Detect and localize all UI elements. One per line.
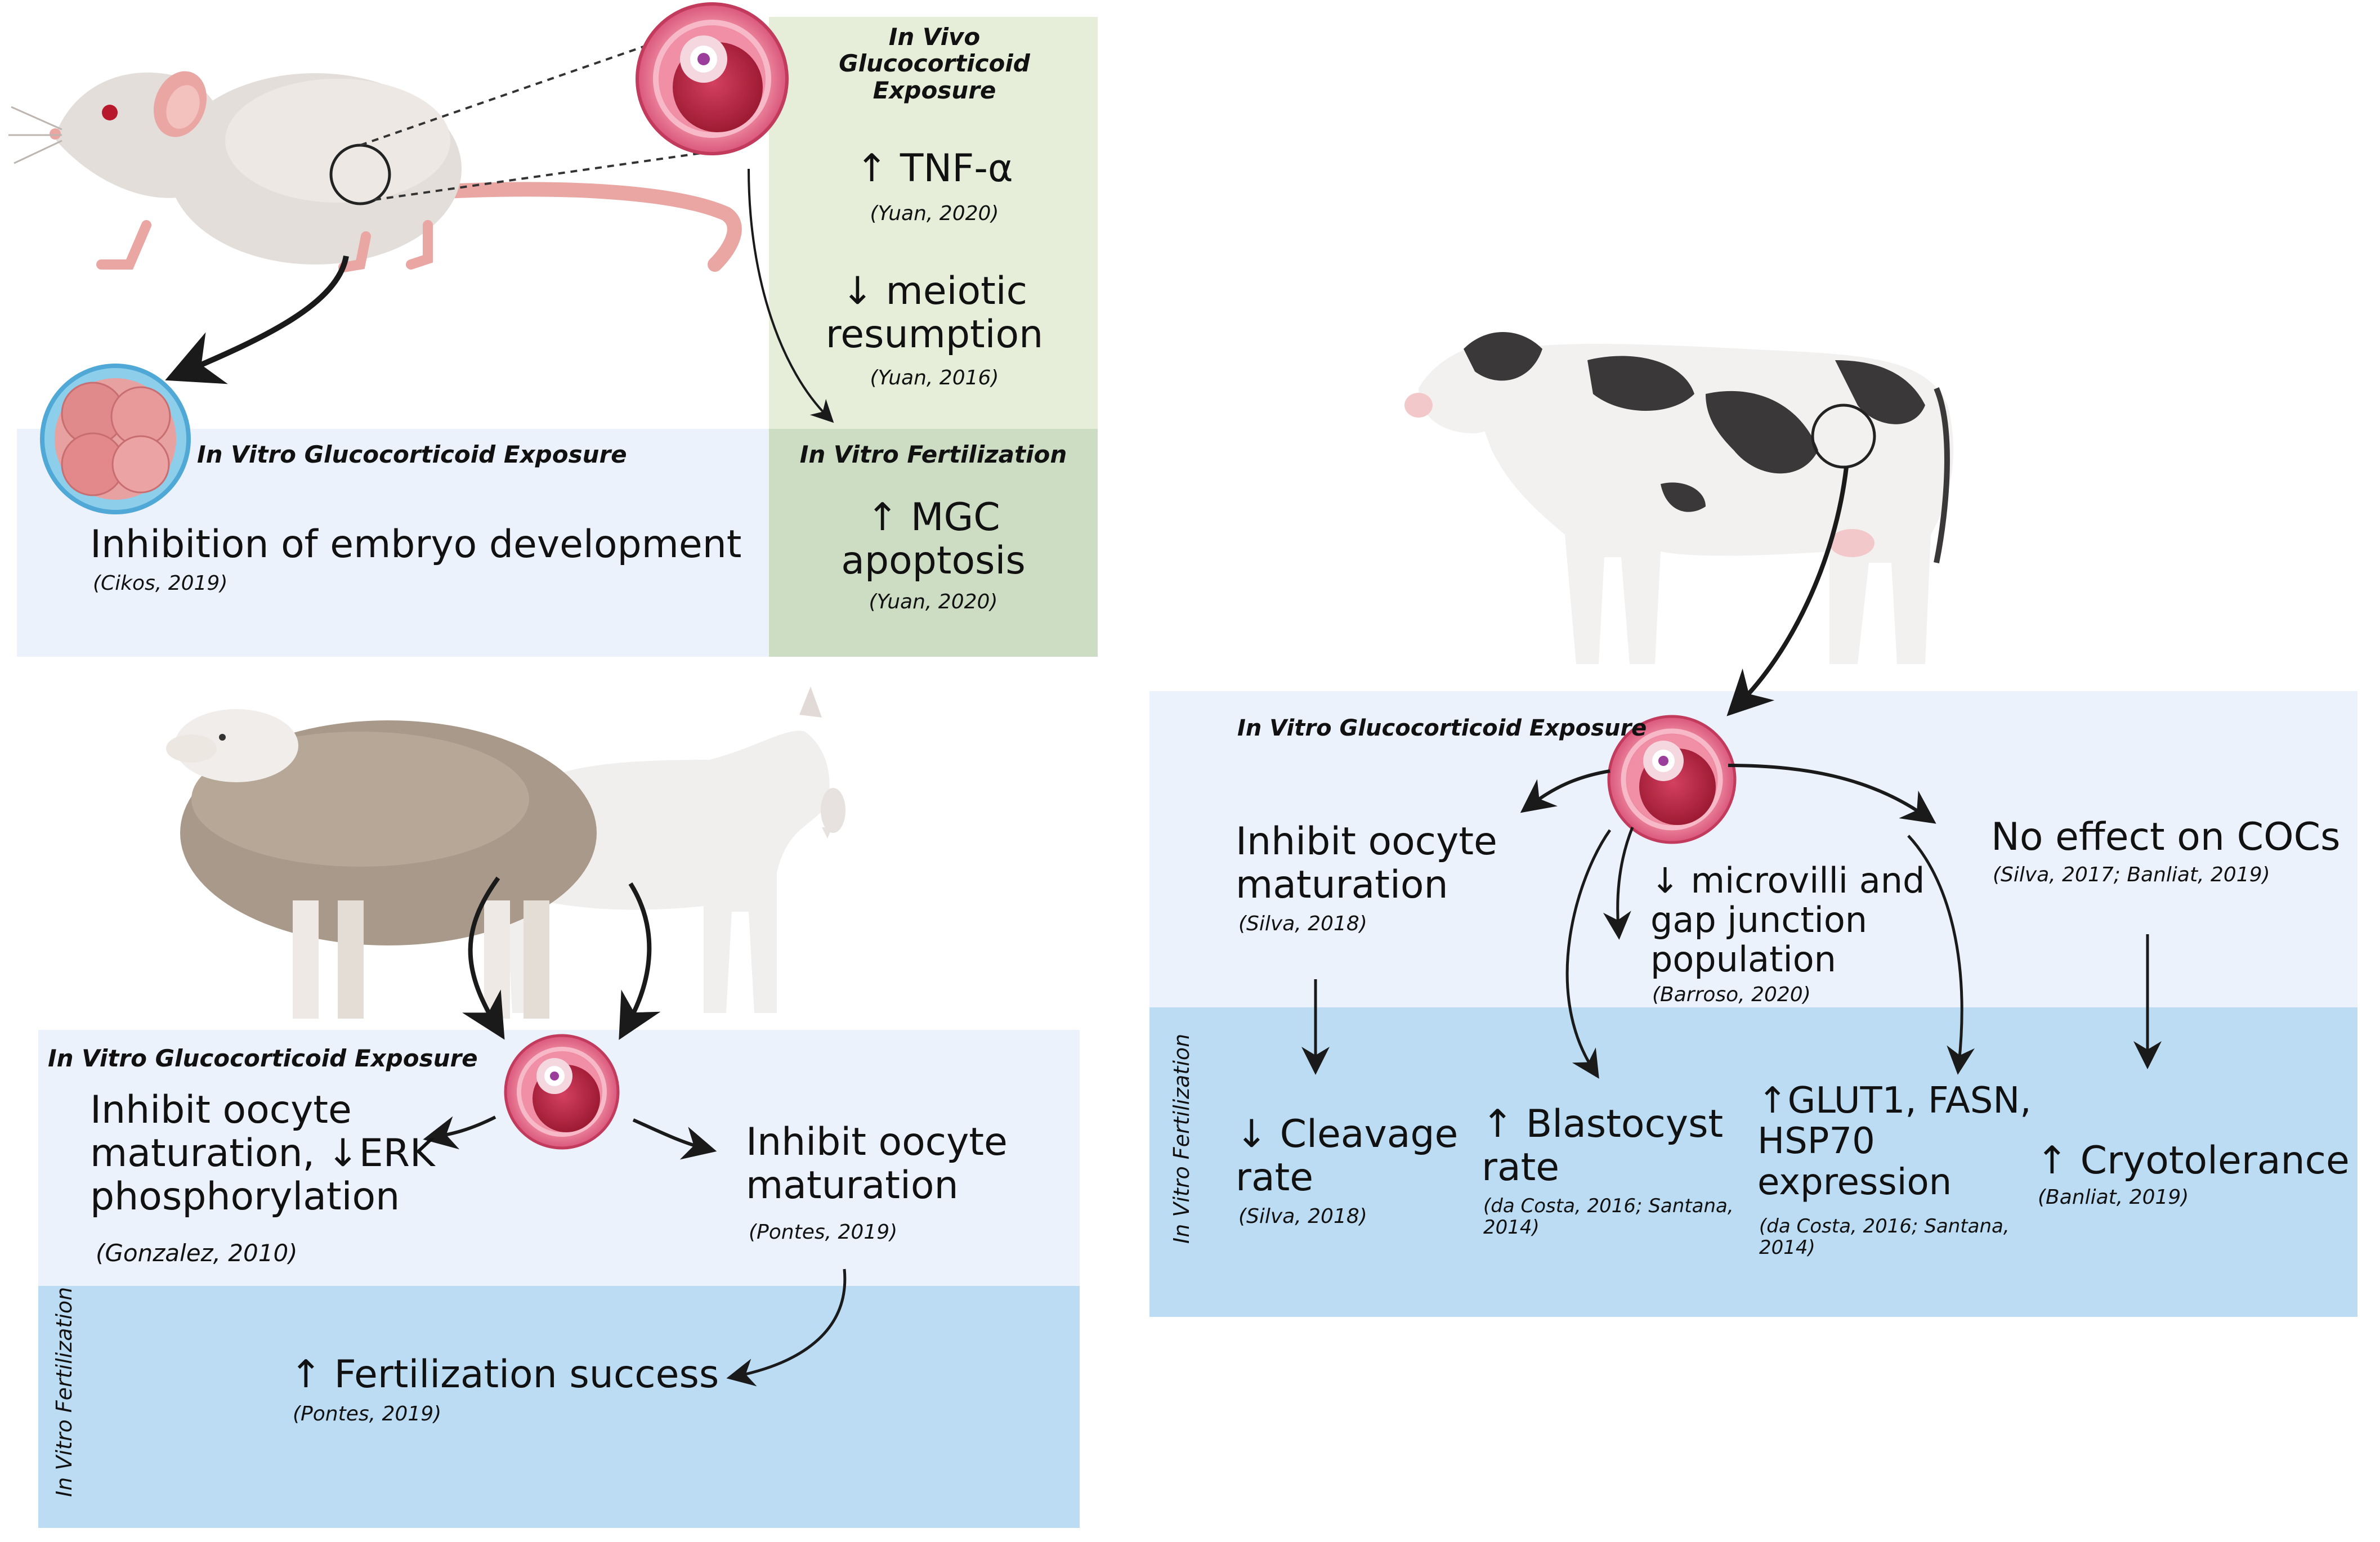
sheep-effect-line: Inhibit oocyte [90,1088,352,1132]
glut-citation: (da Costa, 2016; Santana, 2014) [1759,1216,2010,1259]
mouse-illustration [8,71,742,272]
sheep-citation: (Gonzalez, 2010) [96,1239,298,1267]
cleavage-line: ↓ Cleavage [1236,1112,1459,1156]
embryo-inhibition-text: Inhibition of embryo development [90,522,742,567]
embryo-icon [40,364,191,514]
microvilli-text: ↓ microvilli and gap junction population [1650,860,1925,980]
blastocyst-line: ↑ Blastocyst [1482,1102,1724,1146]
cow-illustration [1404,332,1953,664]
blastocyst-line: rate [1482,1145,1560,1190]
invivo-header-line: Glucocorticoid [839,50,1030,78]
mouse-invitro-header: In Vitro Glucocorticoid Exposure [197,441,627,468]
cow-inhibit-text: Inhibit oocyte maturation [1236,819,1497,907]
glut-text: ↑GLUT1, FASN, HSP70 expression [1757,1081,2032,1203]
cow-exposure-header: In Vitro Glucocorticoid Exposure [1237,715,1647,741]
blastocyst-text: ↑ Blastocyst rate [1482,1102,1724,1190]
oocyte-icon [1607,715,1737,844]
mouse-ivf-header: In Vitro Fertilization [799,441,1067,468]
sheep-illustration [166,709,597,1019]
oocyte-icon [636,2,789,155]
invivo-header-line: In Vivo [888,23,981,51]
cryotolerance-text: ↑ Cryotolerance [2036,1138,2350,1183]
cow-exposure-panel [1149,691,2357,1007]
no-effect-text: No effect on COCs [1991,815,2341,859]
sheep-effect-text: Inhibit oocyte maturation, ↓ERK phosphor… [90,1088,435,1219]
mgc-citation: (Yuan, 2020) [869,590,998,613]
blastocyst-citation: (da Costa, 2016; Santana, 2014) [1483,1195,1734,1239]
ruminant-ivf-panel [38,1286,1080,1528]
cryotolerance-citation: (Banliat, 2019) [2038,1186,2189,1209]
invivo-header-line: Exposure [873,76,996,104]
ruminant-ivf-label: In Vitro Fertilization [52,1287,77,1497]
tnf-alpha-text: ↑ TNF-α [856,146,1013,191]
microvilli-line: population [1650,939,1836,980]
glut-citation-line: (da Costa, 2016; Santana, [1759,1215,2010,1238]
meiotic-line: resumption [825,312,1044,357]
meiotic-resumption-text: ↓ meiotic resumption [777,270,1092,357]
no-effect-citation: (Silva, 2017; Banliat, 2019) [1993,863,2270,886]
glut-line: ↑GLUT1, FASN, [1757,1080,2032,1122]
blastocyst-citation-line: (da Costa, 2016; Santana, [1483,1195,1734,1217]
cow-inhibit-line: maturation [1236,862,1448,907]
cleavage-text: ↓ Cleavage rate [1236,1113,1458,1200]
glut-citation-line: 2014) [1759,1236,1815,1259]
meiotic-citation: (Yuan, 2016) [870,366,999,389]
ruminant-exposure-header: In Vitro Glucocorticoid Exposure [48,1045,478,1072]
goat-effect-line: maturation [746,1163,959,1208]
mouse-ivf-panel [769,429,1098,657]
cow-ivf-label: In Vitro Fertilization [1169,1033,1194,1244]
embryo-citation: (Cikos, 2019) [93,572,228,595]
mouse-invivo-panel [769,17,1098,429]
blastocyst-citation-line: 2014) [1483,1216,1540,1239]
mgc-line: apoptosis [841,538,1026,583]
oocyte-icon [504,1034,620,1150]
goat-effect-text: Inhibit oocyte maturation [746,1120,1008,1208]
mgc-line: ↑ MGC [866,495,1000,540]
fertilization-success-text: ↑ Fertilization success [290,1352,719,1397]
mgc-apoptosis-text: ↑ MGC apoptosis [769,496,1098,583]
sheep-effect-line: phosphorylation [90,1174,400,1219]
goat-citation: (Pontes, 2019) [749,1221,898,1244]
fertilization-citation: (Pontes, 2019) [293,1402,442,1426]
tnf-citation: (Yuan, 2020) [870,202,999,225]
microvilli-line: ↓ microvilli and [1650,860,1925,901]
sheep-effect-line: maturation, ↓ERK [90,1131,435,1176]
invivo-header: In Vivo Glucocorticoid Exposure [777,24,1092,104]
cow-inhibit-line: Inhibit oocyte [1236,819,1497,864]
microvilli-citation: (Barroso, 2020) [1652,983,1811,1006]
glut-line: HSP70 [1757,1120,1875,1163]
glut-line: expression [1757,1161,1952,1203]
microvilli-line: gap junction [1650,899,1868,941]
cow-inhibit-citation: (Silva, 2018) [1238,912,1367,935]
cleavage-citation: (Silva, 2018) [1238,1205,1367,1228]
cleavage-line: rate [1236,1155,1314,1200]
meiotic-line: ↓ meiotic [841,269,1028,313]
goat-effect-line: Inhibit oocyte [746,1120,1008,1164]
